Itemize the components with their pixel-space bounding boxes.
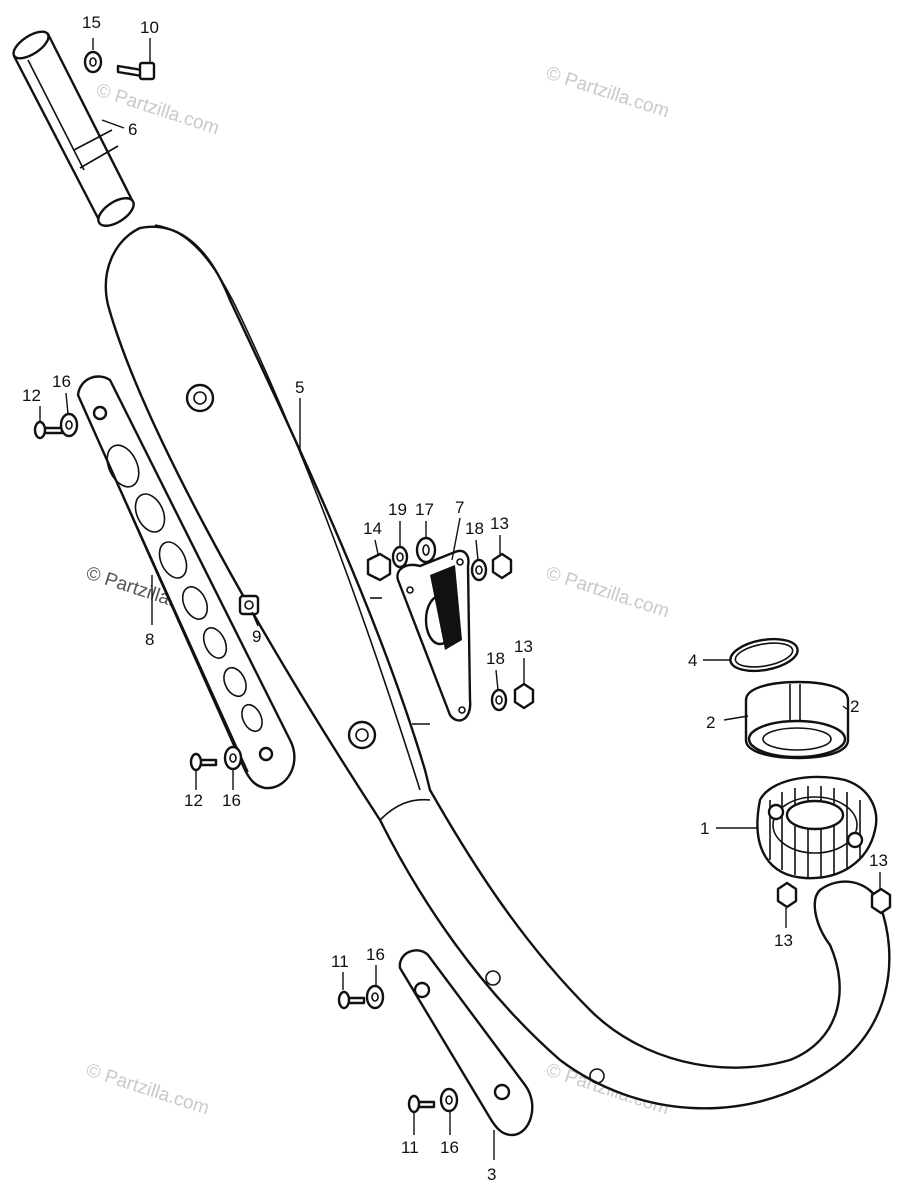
callout-12-upper: 12 <box>22 386 41 405</box>
washer-19-icon[interactable] <box>391 545 409 569</box>
callout-12-lower: 12 <box>184 791 203 810</box>
bolt-9-icon[interactable] <box>238 594 260 616</box>
leader-lines <box>39 38 881 1160</box>
nut-13-b-icon[interactable] <box>513 682 535 710</box>
washer-16-stay-lower-icon[interactable] <box>439 1087 459 1113</box>
callout-4: 4 <box>688 651 697 670</box>
callout-13-a: 13 <box>490 514 509 533</box>
bolt-10-icon[interactable] <box>116 61 156 81</box>
callout-18-upper: 18 <box>465 519 484 538</box>
callout-15: 15 <box>82 13 101 32</box>
callout-labels: 15 10 6 5 12 16 8 9 12 16 14 19 17 7 18 … <box>22 13 888 1184</box>
callout-8: 8 <box>145 630 154 649</box>
callout-5: 5 <box>295 378 304 397</box>
washer-17-icon[interactable] <box>415 536 437 564</box>
callout-9: 9 <box>252 627 261 646</box>
callout-6: 6 <box>128 120 137 139</box>
callout-2-left: 2 <box>706 713 715 732</box>
nut-13-c-icon[interactable] <box>776 881 798 909</box>
watermark-1: © Partzilla.com <box>93 80 221 140</box>
nut-14-icon[interactable] <box>366 552 392 582</box>
callout-14: 14 <box>363 519 382 538</box>
callout-3: 3 <box>487 1165 496 1184</box>
callout-18-lower: 18 <box>486 649 505 668</box>
callout-16-stay-upper: 16 <box>366 945 385 964</box>
callout-16-lower: 16 <box>222 791 241 810</box>
bolt-11-lower-icon[interactable] <box>407 1094 436 1114</box>
washer-18-lower-icon[interactable] <box>490 688 508 712</box>
callout-13-d: 13 <box>869 851 888 870</box>
bolt-12-upper-icon[interactable] <box>33 420 64 440</box>
watermark-2: © Partzilla.com <box>543 63 671 123</box>
callout-11-lower: 11 <box>401 1138 419 1157</box>
exhaust-flange-part[interactable] <box>756 775 878 880</box>
callout-19: 19 <box>388 500 407 519</box>
watermark-4: © Partzilla.com <box>83 1060 211 1120</box>
callout-13-b: 13 <box>514 637 533 656</box>
callout-1: 1 <box>700 819 709 838</box>
watermark-3: © Partzilla.com <box>543 563 671 623</box>
callout-7: 7 <box>455 498 464 517</box>
bolt-11-upper-icon[interactable] <box>337 990 366 1010</box>
exhaust-collar-part[interactable] <box>744 680 850 760</box>
callout-2-right: 2 <box>850 697 859 716</box>
washer-16-lower-icon[interactable] <box>223 745 243 771</box>
callout-11-upper: 11 <box>331 952 349 971</box>
tail-pipe-part[interactable] <box>9 27 138 232</box>
nut-13-a-icon[interactable] <box>491 552 513 580</box>
callout-10: 10 <box>140 18 159 37</box>
callout-16-stay-lower: 16 <box>440 1138 459 1157</box>
washer-16-upper-icon[interactable] <box>59 412 79 438</box>
callout-13-c: 13 <box>774 931 793 950</box>
nut-13-d-icon[interactable] <box>870 887 892 915</box>
stay-part[interactable] <box>398 949 534 1137</box>
washer-18-upper-icon[interactable] <box>470 558 488 582</box>
heat-shield-part[interactable] <box>76 375 296 790</box>
o-ring-part[interactable] <box>728 634 800 675</box>
muffler-part[interactable] <box>104 224 891 1110</box>
bolt-12-lower-icon[interactable] <box>189 752 218 772</box>
washer-16-stay-upper-icon[interactable] <box>365 984 385 1010</box>
hardware <box>33 50 892 1114</box>
washer-15-icon[interactable] <box>83 50 103 74</box>
callout-16-upper: 16 <box>52 372 71 391</box>
callout-17: 17 <box>415 500 434 519</box>
bracket-part[interactable] <box>370 549 472 725</box>
